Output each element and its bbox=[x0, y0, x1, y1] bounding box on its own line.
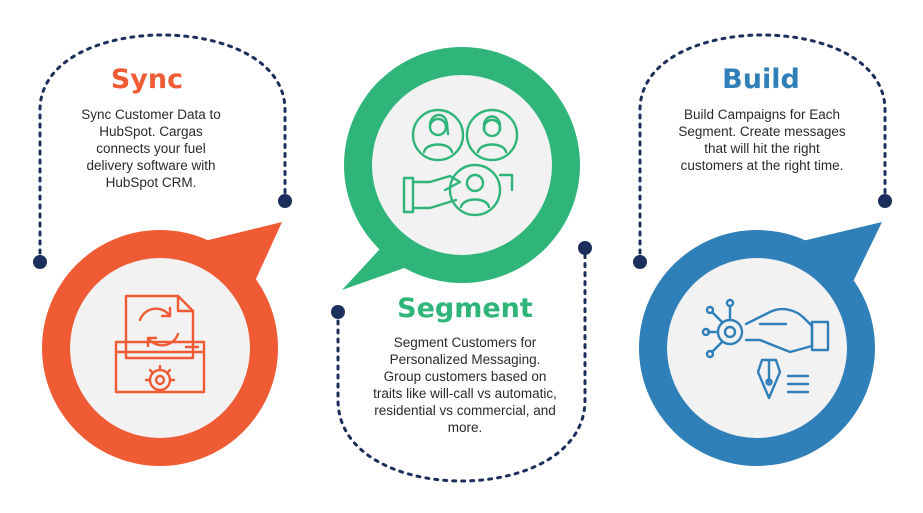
sync-description: Sync Customer Data to HubSpot. Cargas co… bbox=[81, 107, 221, 190]
build-path-end-dot bbox=[878, 194, 892, 208]
sync-dotted-path bbox=[38, 33, 287, 264]
sync-title: Sync bbox=[110, 64, 184, 95]
sync-path-end-dot bbox=[278, 194, 292, 208]
build-path-start-dot bbox=[633, 255, 647, 269]
document-sync-gear-icon bbox=[114, 294, 206, 394]
sync-bubble bbox=[42, 222, 282, 466]
segment-dotted-path bbox=[336, 246, 587, 483]
hand-circuit-pen-icon bbox=[701, 298, 830, 400]
sync-path-start-dot bbox=[33, 255, 47, 269]
build-title: Build bbox=[722, 64, 800, 95]
segment-path-end-dot bbox=[578, 241, 592, 255]
build-dotted-path bbox=[638, 33, 887, 264]
customer-avatars-handshake-icon bbox=[402, 108, 519, 217]
segment-path-start-dot bbox=[331, 305, 345, 319]
build-description: Build Campaigns for Each Segment. Create… bbox=[678, 107, 846, 173]
build-bubble bbox=[639, 222, 882, 466]
segment-description: Segment Customers for Personalized Messa… bbox=[373, 335, 557, 435]
segment-title: Segment bbox=[397, 293, 533, 324]
